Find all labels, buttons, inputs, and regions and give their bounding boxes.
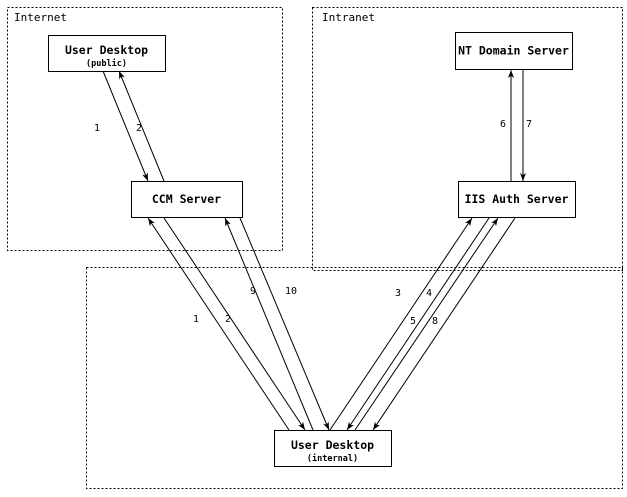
flow-arrow-flow-1: [102, 70, 149, 182]
step-label-flow-6: 6: [500, 119, 506, 130]
node-sublabel-user-desktop-public: (public): [86, 58, 127, 69]
step-label-flow-2: 2: [136, 123, 142, 134]
node-nt-domain-server: NT Domain Server: [454, 31, 574, 71]
node-label-iis-auth-server: IIS Auth Server: [465, 192, 569, 206]
zone-boundaries: Internet Intranet: [7, 7, 623, 489]
node-box-user-desktop-public: [47, 34, 167, 73]
zone-label-internet: Internet: [14, 11, 67, 24]
flow-arrow-flow-8: [372, 217, 516, 431]
node-box-ccm-server: [130, 180, 244, 219]
step-label-flow-2b: 2: [225, 314, 231, 325]
flow-arrow-flow-4: [346, 217, 490, 431]
flow-arrow-flow-2b: [163, 217, 306, 431]
zone-boundary-internet: [7, 7, 283, 251]
flow-arrow-flow-9: [224, 217, 314, 431]
flow-arrow-flow-10: [239, 217, 330, 431]
zone-boundary-intranet: [312, 7, 623, 271]
node-user-desktop-public: User Desktop(public): [47, 34, 167, 73]
node-label-user-desktop-internal: User Desktop: [291, 438, 374, 452]
zone-boundary-internal: [86, 267, 623, 489]
node-box-nt-domain-server: [454, 31, 574, 71]
node-user-desktop-internal: User Desktop(internal): [273, 429, 393, 468]
step-label-flow-3: 3: [395, 288, 401, 299]
step-label-flow-10: 10: [285, 286, 297, 297]
node-sublabel-user-desktop-internal: (internal): [307, 453, 358, 464]
node-label-user-desktop-public: User Desktop: [65, 43, 148, 57]
flow-arrow-flow-3: [329, 217, 473, 431]
step-label-flow-9: 9: [250, 286, 256, 297]
zone-label-intranet: Intranet: [322, 11, 375, 24]
step-label-flow-5: 5: [410, 316, 416, 327]
node-iis-auth-server: IIS Auth Server: [457, 180, 577, 219]
node-label-ccm-server: CCM Server: [152, 192, 221, 206]
flow-arrow-flow-2: [118, 70, 165, 182]
step-label-flow-8: 8: [432, 316, 438, 327]
step-label-flow-1: 1: [94, 123, 100, 134]
step-label-flow-7: 7: [526, 119, 532, 130]
flow-step-labels: 1 2 1 2 3 4 5 8 6 7 9 10: [94, 119, 532, 327]
node-box-user-desktop-internal: [273, 429, 393, 468]
step-label-flow-4: 4: [426, 288, 432, 299]
node-label-nt-domain-server: NT Domain Server: [458, 44, 569, 58]
node-box-iis-auth-server: [457, 180, 577, 219]
step-label-flow-1b: 1: [193, 314, 199, 325]
flow-arrow-flow-1b: [147, 217, 290, 431]
node-ccm-server: CCM Server: [130, 180, 244, 219]
flow-arrows: [102, 70, 526, 431]
flow-arrow-flow-5: [354, 217, 499, 431]
